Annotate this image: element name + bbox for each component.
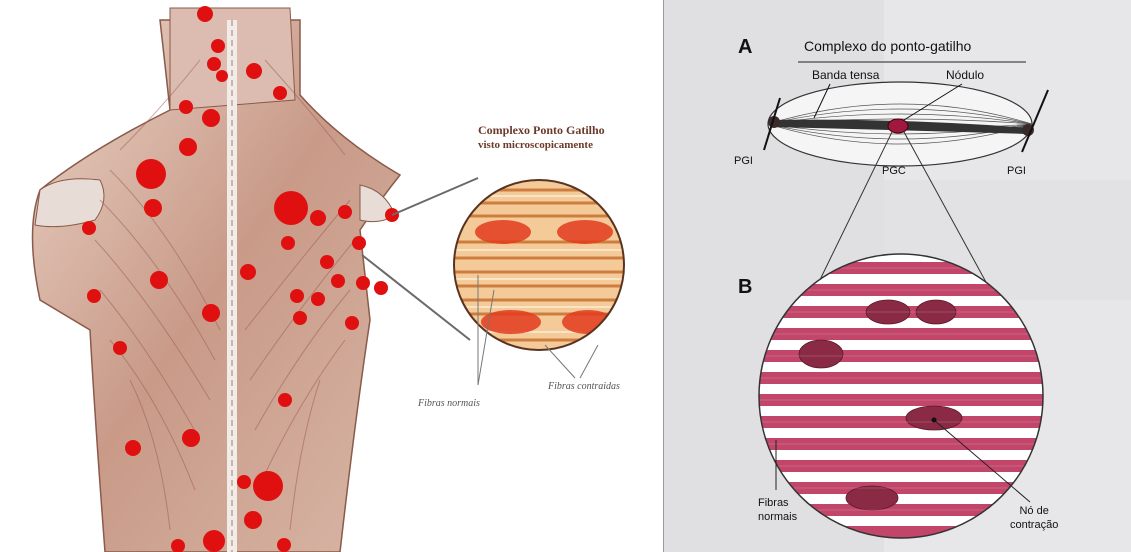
back-muscles-figure: Complexo Ponto Gatilho visto microscopic… — [0, 0, 664, 552]
magnified-fibers — [450, 175, 630, 355]
pgi-right-label: PGI — [1007, 165, 1026, 177]
normal-fibers-label-line2: normais — [758, 510, 797, 524]
nodule-label: Nódulo — [946, 68, 984, 82]
panel-a-letter: A — [738, 36, 752, 59]
pgi-left-label: PGI — [734, 155, 753, 167]
normal-fibers-label: Fibras normais — [418, 398, 480, 409]
trigger-point-complex-figure: A Complexo do ponto-gatilho Banda tensa … — [664, 0, 1131, 552]
contracted-fibers-label: Fibras contraidas — [548, 381, 620, 392]
magnified-subtitle: visto microscopicamente — [478, 139, 593, 151]
knot-marker — [932, 418, 937, 423]
contraction-knot-label-line1: Nó de — [1010, 504, 1058, 518]
contraction-knot-label: Nó de contração — [1010, 504, 1058, 532]
normal-fibers-label-line1: Fibras — [758, 496, 797, 510]
trigger-point-diagram — [664, 0, 1131, 552]
back-muscles-illustration — [0, 0, 663, 552]
magnify-connector-top — [392, 178, 478, 215]
panel-b-letter: B — [738, 276, 752, 299]
taut-band-label: Banda tensa — [812, 68, 879, 82]
nodule — [888, 119, 908, 133]
pgc-label: PGC — [882, 165, 906, 177]
contraction-knot-label-line2: contração — [1010, 518, 1058, 532]
diagram-title: Complexo do ponto-gatilho — [804, 38, 971, 54]
pointer-contracted-2 — [580, 345, 598, 378]
magnified-title: Complexo Ponto Gatilho — [478, 123, 605, 138]
normal-fibers-label-b: Fibras normais — [758, 496, 797, 524]
pointer-contracted — [545, 345, 575, 378]
